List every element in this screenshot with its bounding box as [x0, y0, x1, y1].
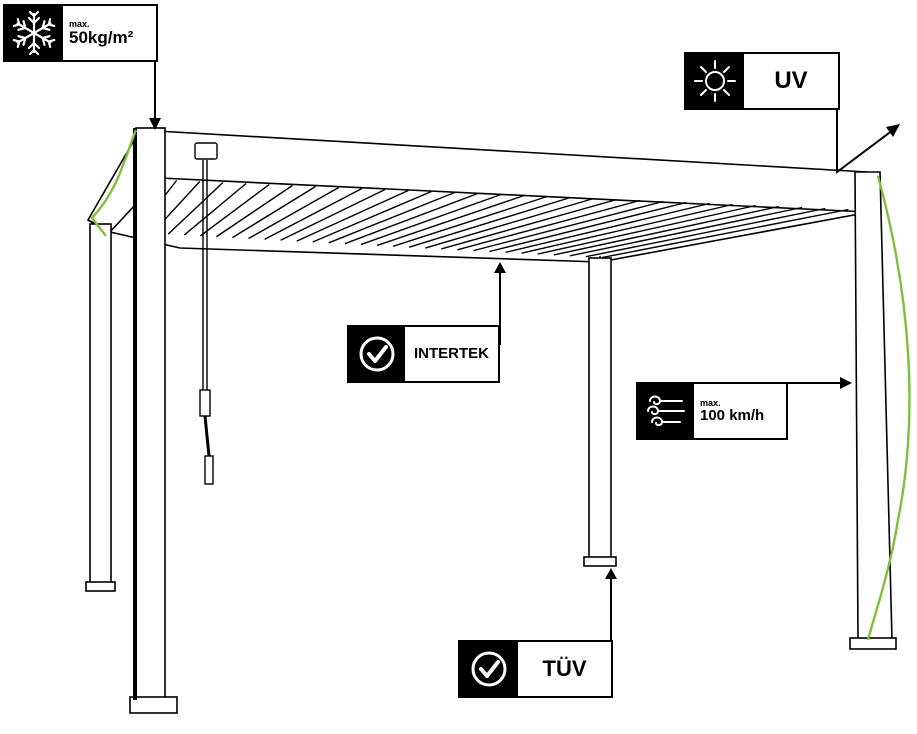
louver-slat: [199, 183, 270, 237]
louver-slat: [344, 192, 478, 245]
post-back-left: [89, 223, 112, 585]
louver-slat: [264, 187, 363, 240]
cable-right: [866, 175, 911, 641]
sun-icon: [686, 54, 744, 108]
louver-slat: [569, 206, 803, 257]
uv-callout-line: [836, 108, 894, 174]
wind-resistance-badge: max. 100 km/h: [636, 382, 788, 440]
louver-slat: [473, 200, 664, 252]
louver-slat: [601, 208, 849, 259]
louver-slat: [457, 199, 641, 251]
cable-left: [90, 129, 138, 237]
louver-slat: [585, 207, 826, 258]
louver-slat: [376, 194, 525, 247]
louver-slat: [280, 188, 386, 241]
rear-beam: [109, 211, 871, 263]
post-foot-front-left: [129, 696, 178, 714]
snow-value: 50kg/m²: [69, 28, 134, 48]
louver-slat: [328, 191, 455, 244]
snow-callout-line: [4, 59, 156, 122]
tuv-label: TÜV: [542, 656, 587, 682]
snowflake-icon: [5, 6, 63, 60]
intertek-label: INTERTEK: [414, 345, 489, 363]
louver-slat: [296, 189, 409, 242]
intertek-badge: INTERTEK: [347, 325, 500, 383]
post-front-left: [135, 127, 166, 701]
louver-slat: [425, 197, 594, 249]
louver-slat: [408, 196, 571, 248]
louver-slat: [248, 186, 340, 240]
louver-slat: [441, 198, 617, 250]
post-back-right: [588, 257, 612, 561]
louver-slat: [521, 203, 733, 254]
louver-slat: [537, 204, 756, 255]
snow-qualifier: max.: [69, 19, 90, 30]
post-foot-front-right: [849, 637, 897, 650]
louver-slat: [392, 195, 548, 247]
wind-qualifier: max.: [700, 398, 721, 409]
wind-icon: [638, 384, 694, 438]
roof-louvers: [135, 180, 849, 259]
louver-slat: [183, 182, 247, 236]
louver-slat: [167, 181, 224, 235]
check-circle-icon: [460, 642, 518, 696]
louver-slat: [360, 193, 502, 246]
wind-value: 100 km/h: [700, 407, 765, 425]
post-foot-back-left: [85, 581, 116, 592]
snow-load-badge: max. 50kg/m²: [3, 4, 158, 62]
louver-slat: [553, 205, 780, 256]
crank-handle: [194, 142, 218, 485]
uv-label: UV: [774, 67, 808, 95]
louver-slat: [505, 202, 710, 254]
louver-slat: [312, 190, 432, 243]
louver-slat: [215, 184, 293, 238]
tuv-badge: TÜV: [458, 640, 613, 698]
uv-badge: UV: [684, 52, 840, 110]
check-circle-icon: [349, 327, 405, 381]
post-foot-back-right: [583, 556, 617, 567]
louver-slat: [232, 185, 316, 239]
louver-slat: [489, 201, 687, 253]
